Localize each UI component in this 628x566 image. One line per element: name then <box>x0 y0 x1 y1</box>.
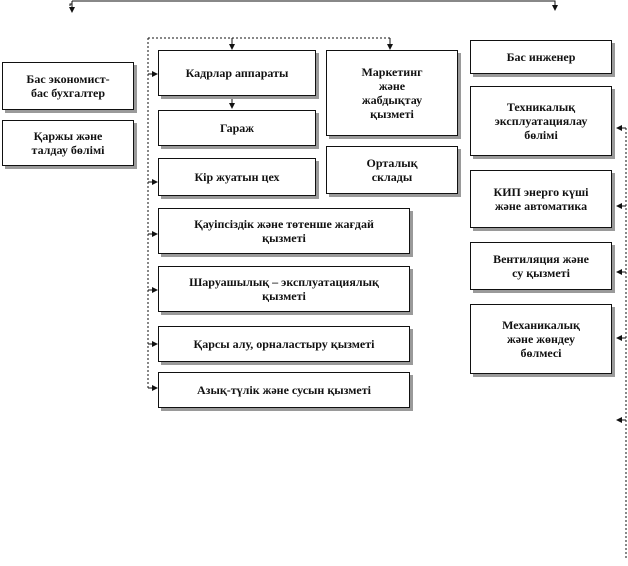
safety-box: Қауіпсіздік және төтенше жағдай қызметі <box>158 208 410 254</box>
hr-label: Кадрлар аппараты <box>185 66 289 80</box>
chief-engineer-label: Бас инженер <box>506 50 576 64</box>
food-label: Азық-түлік және сусын қызметі <box>197 383 371 397</box>
ventilation-label: Вентиляция және су қызметі <box>493 252 589 280</box>
chief-engineer-box: Бас инженер <box>470 40 612 74</box>
safety-label: Қауіпсіздік және төтенше жағдай қызметі <box>194 217 374 245</box>
laundry-box: Кір жуатын цех <box>158 158 316 196</box>
garage-box: Гараж <box>158 110 316 146</box>
mechanical-box: Механикалық және жөндеу бөлмесі <box>470 304 612 374</box>
marketing-box: Маркетинг және жабдықтау қызметі <box>326 50 458 136</box>
tech-ops-label: Техникалық эксплуатациялау бөлімі <box>494 100 588 142</box>
household-box: Шаруашылық – эксплуатациялық қызметі <box>158 266 410 312</box>
marketing-label: Маркетинг және жабдықтау қызметі <box>361 65 423 121</box>
chief-economist-box: Бас экономист- бас бухгалтер <box>2 62 134 110</box>
kip-label: КИП энерго күші және автоматика <box>493 185 589 213</box>
reception-label: Қарсы алу, орналастыру қызметі <box>193 337 375 351</box>
warehouse-label: Орталық склады <box>366 156 418 184</box>
laundry-label: Кір жуатын цех <box>194 170 280 184</box>
finance-dept-label: Қаржы және талдау бөлімі <box>31 129 105 157</box>
food-box: Азық-түлік және сусын қызметі <box>158 372 410 408</box>
tech-ops-box: Техникалық эксплуатациялау бөлімі <box>470 86 612 156</box>
hr-box: Кадрлар аппараты <box>158 50 316 96</box>
household-label: Шаруашылық – эксплуатациялық қызметі <box>189 275 379 303</box>
reception-box: Қарсы алу, орналастыру қызметі <box>158 326 410 362</box>
chief-economist-label: Бас экономист- бас бухгалтер <box>26 72 110 100</box>
finance-dept-box: Қаржы және талдау бөлімі <box>2 120 134 166</box>
mechanical-label: Механикалық және жөндеу бөлмесі <box>502 318 580 360</box>
warehouse-box: Орталық склады <box>326 146 458 194</box>
top-connector <box>69 0 555 12</box>
kip-box: КИП энерго күші және автоматика <box>470 170 612 228</box>
garage-label: Гараж <box>220 121 254 135</box>
ventilation-box: Вентиляция және су қызметі <box>470 242 612 290</box>
